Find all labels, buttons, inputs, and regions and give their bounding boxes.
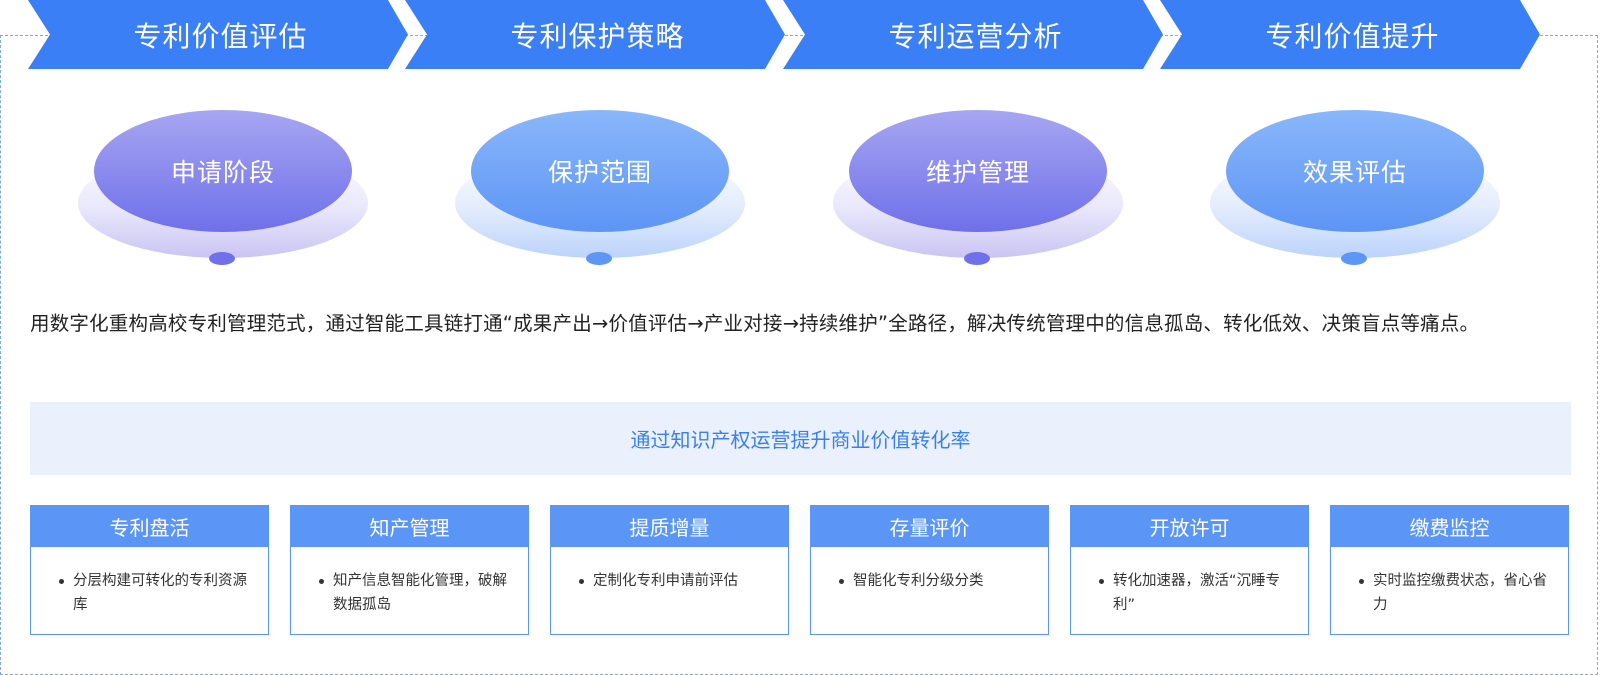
strip-title: 通过知识产权运营提升商业价值转化率 [630, 428, 971, 452]
card-body: 转化加速器，激活“沉睡专利” [1071, 547, 1308, 617]
card-body: 实时监控缴费状态，省心省力 [1331, 547, 1568, 617]
card-title: 开放许可 [1071, 506, 1308, 547]
banner-label: 专利价值提升 [1265, 19, 1440, 53]
card-item: 分层构建可转化的专利资源库 [73, 573, 247, 613]
stage-protection-scope: 保护范围 [455, 100, 745, 270]
chevron-shape [1160, 0, 1540, 69]
card-body: 知产信息智能化管理，破解数据孤岛 [291, 547, 528, 617]
card-title: 专利盘活 [31, 506, 268, 547]
stage-ellipse: 效果评估 [1226, 110, 1484, 232]
card-body: 定制化专利申请前评估 [551, 547, 788, 593]
card-title: 知产管理 [291, 506, 528, 547]
banner-patent-protection-strategy: 专利保护策略 [405, 0, 790, 69]
card-item: 实时监控缴费状态，省心省力 [1373, 573, 1547, 613]
banner-patent-value-improvement: 专利价值提升 [1160, 0, 1545, 69]
banner-patent-operation-analysis: 专利运营分析 [783, 0, 1168, 69]
value-conversion-strip: 通过知识产权运营提升商业价值转化率 [30, 402, 1571, 475]
banner-patent-value-evaluation: 专利价值评估 [28, 0, 413, 69]
card-title: 缴费监控 [1331, 506, 1568, 547]
stage-dot [964, 252, 990, 265]
card-item: 智能化专利分级分类 [853, 573, 984, 589]
chevron-shape [28, 0, 408, 69]
card-item: 定制化专利申请前评估 [593, 573, 738, 589]
card-patent-revitalization: 专利盘活 分层构建可转化的专利资源库 [30, 505, 269, 635]
stage-application: 申请阶段 [78, 100, 368, 270]
card-title: 提质增量 [551, 506, 788, 547]
bullet-icon [1359, 579, 1364, 584]
banner-label: 专利运营分析 [888, 19, 1063, 53]
card-stock-evaluation: 存量评价 智能化专利分级分类 [810, 505, 1049, 635]
bullet-icon [579, 579, 584, 584]
stage-dot [209, 252, 235, 265]
chevron-shape [405, 0, 785, 69]
card-body: 智能化专利分级分类 [811, 547, 1048, 593]
stage-ellipse: 申请阶段 [94, 110, 352, 232]
stage-dot [1341, 252, 1367, 265]
bullet-icon [319, 579, 324, 584]
stage-dot [586, 252, 612, 265]
card-ip-management: 知产管理 知产信息智能化管理，破解数据孤岛 [290, 505, 529, 635]
bullet-icon [59, 579, 64, 584]
description-text: 用数字化重构高校专利管理范式，通过智能工具链打通“成果产出→价值评估→产业对接→… [30, 312, 1480, 335]
stage-effect-evaluation: 效果评估 [1210, 100, 1500, 270]
stage-ellipse: 维护管理 [849, 110, 1107, 232]
banner-label: 专利价值评估 [133, 19, 308, 53]
card-quality-increment: 提质增量 定制化专利申请前评估 [550, 505, 789, 635]
stage-ellipse: 保护范围 [471, 110, 729, 232]
card-item: 知产信息智能化管理，破解数据孤岛 [333, 573, 507, 613]
stage-maintenance: 维护管理 [833, 100, 1123, 270]
banner-label: 专利保护策略 [510, 19, 685, 53]
chevron-shape [783, 0, 1163, 69]
card-fee-monitoring: 缴费监控 实时监控缴费状态，省心省力 [1330, 505, 1569, 635]
card-title: 存量评价 [811, 506, 1048, 547]
bullet-icon [839, 579, 844, 584]
bullet-icon [1099, 579, 1104, 584]
card-open-license: 开放许可 转化加速器，激活“沉睡专利” [1070, 505, 1309, 635]
card-body: 分层构建可转化的专利资源库 [31, 547, 268, 617]
card-item: 转化加速器，激活“沉睡专利” [1113, 573, 1281, 613]
